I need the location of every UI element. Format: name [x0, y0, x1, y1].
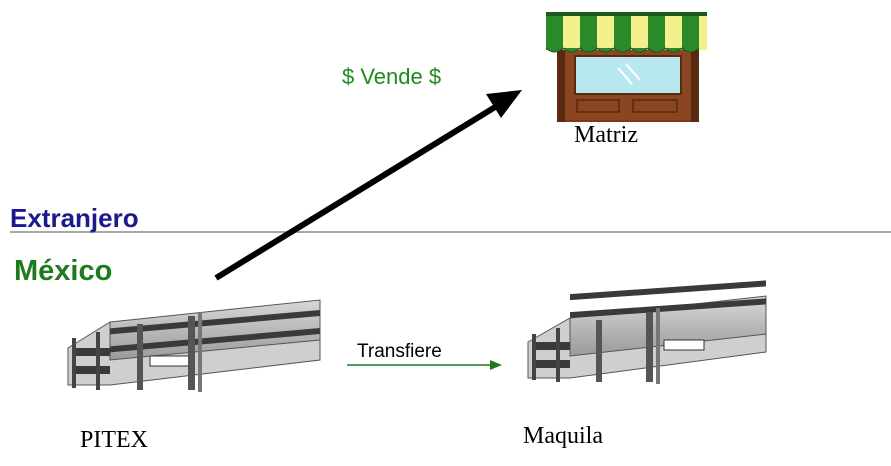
- pitex-label: PITEX: [80, 427, 148, 453]
- storefront-icon: [545, 12, 707, 122]
- region-label-mexico: México: [14, 255, 113, 287]
- transfer-label: Transfiere: [357, 341, 442, 362]
- sells-arrowhead: [486, 90, 522, 118]
- sells-label: $ Vende $: [342, 64, 442, 89]
- matriz-label: Matriz: [574, 122, 638, 148]
- factory-building-icon-maquila: [527, 280, 767, 384]
- maquila-label: Maquila: [523, 423, 603, 449]
- sells-arrow: [214, 98, 510, 281]
- region-label-foreign: Extranjero: [10, 203, 139, 233]
- factory-building-icon-pitex: [67, 299, 321, 392]
